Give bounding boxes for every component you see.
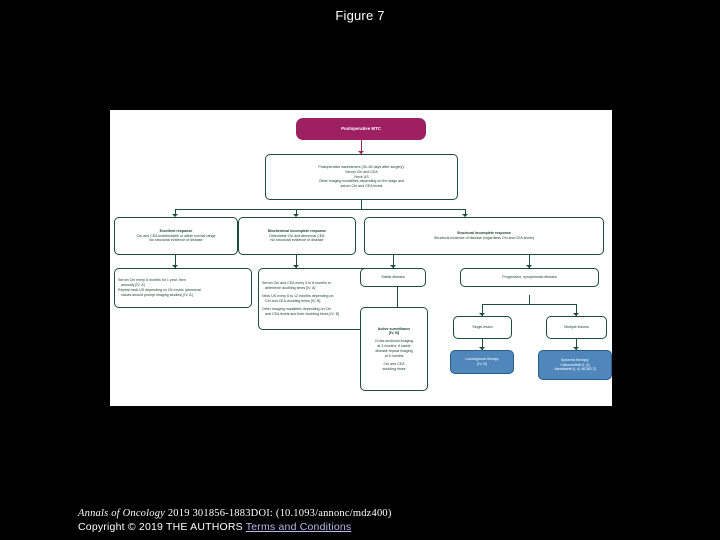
node-progressive-disease[interactable]: Progressive, symptomatic disease bbox=[460, 268, 599, 287]
biochemical-followup-line-3: Neck US every 6 to 12 months depending o… bbox=[262, 294, 334, 299]
connector-progressive-right bbox=[576, 304, 577, 316]
copyright-line: Copyright © 2019 THE AUTHORS Terms and C… bbox=[78, 521, 678, 533]
biochemical-followup-line-2: determine doubling times [IV, A] bbox=[265, 286, 316, 291]
terms-and-conditions-link[interactable]: Terms and Conditions bbox=[245, 521, 352, 533]
excellent-followup-line-1: Serum Ctn every 6 months for 1 year, the… bbox=[118, 278, 186, 283]
active-surveillance-line-6: at 6 months bbox=[384, 353, 404, 358]
arrow-to-stable bbox=[390, 265, 396, 268]
connector-bus-right bbox=[465, 209, 466, 216]
journal-name: Annals of Oncology bbox=[78, 508, 166, 519]
locoregional-therapy-line-1: Locoregional therapy bbox=[465, 357, 499, 362]
arrow-single-locoregional bbox=[479, 347, 485, 350]
single-lesion-label: Single lesion bbox=[472, 325, 493, 330]
connector-progressive-bus bbox=[482, 304, 577, 305]
assessment-line-2: Serum Ctn and CEA bbox=[345, 169, 378, 174]
node-postoperative-mtc-label: Postoperative MTC bbox=[341, 126, 381, 132]
arrow-to-progressive bbox=[526, 265, 532, 268]
page-title: Figure 7 bbox=[335, 8, 385, 23]
connector-structural-right bbox=[529, 255, 530, 268]
connector-progressive-down bbox=[529, 295, 530, 304]
connector-excellent-down bbox=[175, 255, 176, 268]
assessment-line-3: Neck US bbox=[354, 174, 369, 179]
biochemical-followup-line-4: Ctn and CEA doubling times [IV, B] bbox=[265, 299, 321, 303]
node-locoregional-therapy[interactable]: Locoregional therapy [IV, B] bbox=[450, 350, 514, 374]
systemic-therapy-line-2: Cabozantinib [I, A] bbox=[560, 362, 590, 367]
arrow-to-multiple-lesions bbox=[573, 313, 579, 316]
arrow-biochemical-followup bbox=[293, 265, 299, 268]
node-postoperative-mtc[interactable]: Postoperative MTC bbox=[296, 118, 426, 140]
node-excellent-followup[interactable]: Serum Ctn every 6 months for 1 year, the… bbox=[114, 268, 252, 308]
systemic-therapy-line-3: Vandetanib [I, A; MCBS 2] bbox=[554, 367, 596, 372]
figure-panel: Postoperative MTC Postoperative assessme… bbox=[110, 110, 612, 406]
biochemical-response-header: Biochemical incomplete response bbox=[267, 228, 327, 233]
arrow-to-structural bbox=[462, 214, 468, 217]
active-surveillance-line-8: doubling times bbox=[382, 366, 406, 371]
arrow-to-biochemical bbox=[293, 214, 299, 217]
citation-details: 2019 301856-1883DOI: (10.1093/annonc/mdz… bbox=[165, 508, 392, 519]
arrow-to-excellent bbox=[172, 214, 178, 217]
biochemical-followup-line-5: Other imaging modalities depending on Ct… bbox=[262, 306, 332, 311]
systemic-therapy-line-1: Systemic therapy: bbox=[560, 357, 590, 362]
assessment-line-4: Other imaging modalities depending on th… bbox=[318, 179, 405, 184]
connector-structural-left bbox=[393, 255, 394, 268]
active-surveillance-line-3: Cross-sectional imaging bbox=[374, 339, 414, 344]
excellent-response-header: Excellent response bbox=[159, 228, 193, 233]
arrow-to-single-lesion bbox=[479, 313, 485, 316]
node-biochemical-incomplete-response[interactable]: Biochemical incomplete response Detectab… bbox=[238, 217, 356, 255]
excellent-followup-line-2: annually [IV, A] bbox=[121, 283, 145, 288]
biochemical-followup-line-1: Serum Ctn and CEA every 3 to 6 months to bbox=[262, 281, 331, 286]
node-active-surveillance[interactable]: Active surveillance [IV, B] Cross-sectio… bbox=[360, 307, 428, 391]
connector-bus-mid bbox=[296, 209, 297, 216]
arrow-root-to-assessment bbox=[358, 151, 364, 154]
stable-disease-label: Stable disease bbox=[381, 275, 405, 280]
node-stable-disease[interactable]: Stable disease bbox=[360, 268, 426, 287]
structural-response-line-1: Structural evidence of disease (regardle… bbox=[433, 236, 535, 240]
node-multiple-lesions[interactable]: Multiple lesions bbox=[546, 316, 607, 339]
assessment-line-5: serum Ctn and CEA levels bbox=[340, 184, 383, 189]
biochemical-response-line-2: No structural evidence of disease bbox=[270, 238, 324, 243]
connector-assessment-bus bbox=[175, 209, 465, 210]
connector-single-down bbox=[482, 339, 483, 350]
connector-root-to-assessment bbox=[361, 140, 362, 154]
biochemical-response-line-1: Detectable Ctn and abnormal CEA bbox=[269, 233, 325, 238]
progressive-disease-label: Progressive, symptomatic disease bbox=[502, 275, 557, 280]
excellent-followup-line-3: Repeat neck US depending on Ctn levels (… bbox=[118, 288, 201, 292]
active-surveillance-line-2: [IV, B] bbox=[388, 331, 400, 336]
arrow-multiple-systemic bbox=[573, 347, 579, 350]
node-single-lesion[interactable]: Single lesion bbox=[453, 316, 512, 339]
active-surveillance-line-1: Active surveillance bbox=[377, 326, 411, 331]
connector-progressive-left bbox=[482, 304, 483, 316]
node-postoperative-assessment[interactable]: Postoperative assessment (30–60 days aft… bbox=[265, 154, 458, 200]
citation-line: Annals of Oncology 2019 301856-1883DOI: … bbox=[78, 508, 678, 519]
footer: Annals of Oncology 2019 301856-1883DOI: … bbox=[78, 508, 678, 533]
connector-assessment-down bbox=[361, 200, 362, 209]
copyright-text: Copyright © 2019 THE AUTHORS bbox=[78, 521, 246, 533]
active-surveillance-line-5: disease repeat imaging bbox=[375, 349, 413, 353]
connector-bus-left bbox=[175, 209, 176, 216]
multiple-lesions-label: Multiple lesions bbox=[564, 325, 589, 330]
excellent-response-line-1: Ctn and CEA undetectable or within norma… bbox=[136, 233, 216, 238]
node-structural-incomplete-response[interactable]: Structural incomplete response Structura… bbox=[364, 217, 604, 255]
connector-multiple-down bbox=[576, 339, 577, 350]
active-surveillance-line-7: Ctn and CEA bbox=[383, 361, 405, 366]
node-systemic-therapy[interactable]: Systemic therapy: Cabozantinib [I, A] Va… bbox=[538, 350, 612, 380]
structural-response-header: Structural incomplete response bbox=[457, 231, 511, 236]
locoregional-therapy-line-2: [IV, B] bbox=[477, 362, 487, 366]
node-excellent-response[interactable]: Excellent response Ctn and CEA undetecta… bbox=[114, 217, 238, 255]
assessment-line-1: Postoperative assessment (30–60 days aft… bbox=[318, 164, 405, 169]
excellent-followup-line-4: values should prompt imaging studies) [I… bbox=[121, 292, 193, 297]
connector-biochemical-down bbox=[296, 255, 297, 268]
active-surveillance-line-4: at 3 months; if stable bbox=[377, 344, 411, 349]
excellent-response-line-2: No structural evidence of disease bbox=[149, 238, 203, 243]
biochemical-followup-line-6: and CEA levels and their doubling times … bbox=[265, 311, 339, 316]
arrow-excellent-followup bbox=[172, 265, 178, 268]
